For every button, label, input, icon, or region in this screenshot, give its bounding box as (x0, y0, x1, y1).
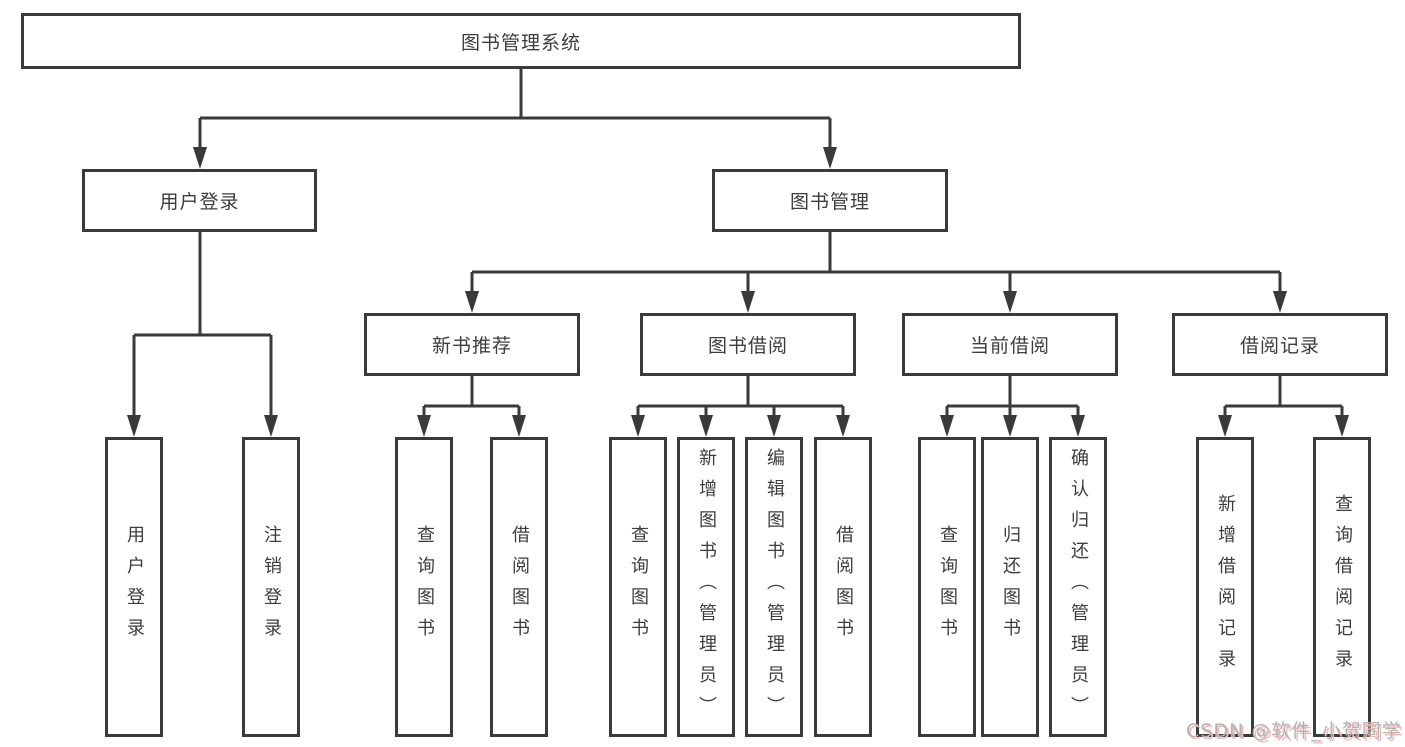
leaf-confirm-return-admin: 确认归还（管理员） (1049, 437, 1107, 737)
node-book-management-branch: 图书管理 (712, 169, 948, 232)
node-new-book-recommend: 新书推荐 (364, 313, 580, 376)
leaf-query-borrow-record-label: 查询借阅记录 (1332, 494, 1353, 680)
leaf-add-borrow-record: 新增借阅记录 (1196, 437, 1254, 737)
node-book-borrow: 图书借阅 (640, 313, 856, 376)
leaf-add-book-admin-label: 新增图书（管理员） (696, 447, 717, 727)
csdn-watermark: CSDN @软件_小贺同学 (1186, 720, 1402, 742)
node-borrow-records: 借阅记录 (1172, 313, 1388, 376)
leaf-recommend-query-book: 查询图书 (395, 437, 453, 737)
leaf-borrow-book-label: 借阅图书 (833, 525, 854, 649)
leaf-user-login: 用户登录 (105, 437, 163, 737)
leaf-edit-book-admin-label: 编辑图书（管理员） (764, 447, 785, 727)
leaf-confirm-return-admin-label: 确认归还（管理员） (1068, 447, 1089, 727)
leaf-recommend-borrow-book: 借阅图书 (490, 437, 548, 737)
leaf-current-query-book-label: 查询图书 (937, 525, 958, 649)
leaf-return-book-label: 归还图书 (1000, 525, 1021, 649)
leaf-logout-label: 注销登录 (261, 525, 282, 649)
node-current-borrow: 当前借阅 (902, 313, 1118, 376)
leaf-return-book: 归还图书 (981, 437, 1039, 737)
leaf-current-query-book: 查询图书 (918, 437, 976, 737)
leaf-user-login-label: 用户登录 (124, 525, 145, 649)
leaf-borrow-query-book-label: 查询图书 (628, 525, 649, 649)
leaf-add-borrow-record-label: 新增借阅记录 (1215, 494, 1236, 680)
leaf-borrow-book: 借阅图书 (814, 437, 872, 737)
leaf-query-borrow-record: 查询借阅记录 (1313, 437, 1371, 737)
leaf-edit-book-admin: 编辑图书（管理员） (745, 437, 803, 737)
node-root-system: 图书管理系统 (21, 13, 1021, 69)
leaf-logout: 注销登录 (242, 437, 300, 737)
leaf-add-book-admin: 新增图书（管理员） (677, 437, 735, 737)
leaf-recommend-query-book-label: 查询图书 (414, 525, 435, 649)
node-user-login-branch: 用户登录 (82, 169, 317, 232)
leaf-borrow-query-book: 查询图书 (609, 437, 667, 737)
leaf-recommend-borrow-book-label: 借阅图书 (509, 525, 530, 649)
